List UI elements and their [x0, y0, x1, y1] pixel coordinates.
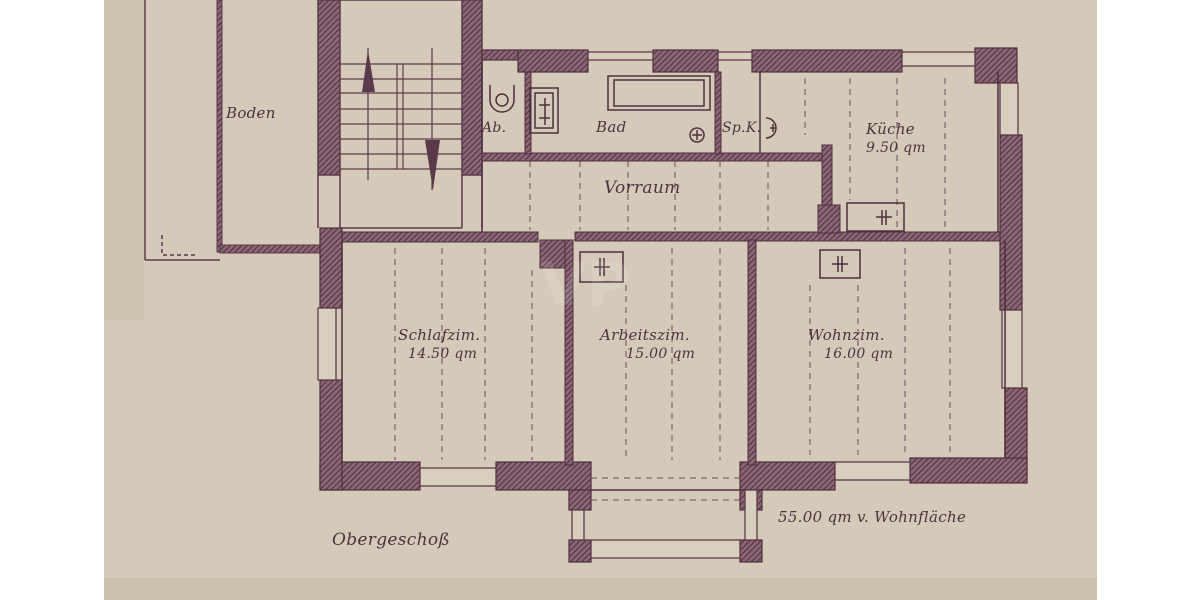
floor-title: Obergeschoß — [332, 530, 451, 550]
oven-icon — [819, 249, 861, 279]
watermark: VP — [540, 250, 631, 320]
room-lines — [341, 60, 1006, 491]
room-area-kueche: 9.50 qm — [866, 140, 926, 156]
stair-down-arrow-icon — [425, 140, 440, 190]
drain-icon — [689, 127, 705, 143]
stairwell — [317, 0, 483, 229]
room-label-kueche: Küche — [866, 120, 915, 138]
toilet-bowl-icon — [495, 93, 509, 107]
room-label-schlafzimmer: Schlafzim. — [398, 326, 481, 344]
heater-icon — [579, 251, 624, 283]
kitchen-stove-icon — [846, 202, 905, 232]
room-label-bad: Bad — [596, 118, 627, 136]
toilet-icon — [489, 85, 515, 113]
room-schlafzimmer: Schlafzim. 14.50 qm — [398, 326, 480, 362]
room-area-arbeitszimmer: 15.00 qm — [626, 346, 696, 362]
fixtures — [489, 75, 905, 283]
stair-up-arrow-icon — [362, 50, 375, 92]
boden-outline — [144, 0, 321, 261]
paper-fold-strip — [104, 0, 144, 320]
room-arbeitszimmer: Arbeitszim. 15.00 qm — [600, 326, 695, 362]
sink-icon — [529, 87, 559, 134]
room-label-speisekammer: Sp.K. — [722, 120, 762, 136]
floor-dash-lines — [394, 78, 951, 501]
room-label-vorraum: Vorraum — [604, 178, 681, 198]
bathtub-icon — [607, 75, 711, 111]
room-area-wohnzimmer: 16.00 qm — [824, 346, 894, 362]
room-label-arbeitszimmer: Arbeitszim. — [600, 326, 690, 344]
room-kueche: Küche 9.50 qm — [866, 120, 926, 156]
paper-background — [104, 0, 1097, 600]
room-label-wc: Ab. — [482, 120, 507, 136]
paper-bottom-edge — [104, 578, 1097, 600]
outer-walls — [319, 47, 1028, 563]
room-label-boden: Boden — [226, 104, 276, 122]
interior-walls — [341, 71, 1001, 466]
total-area-note: 55.00 qm v. Wohnfläche — [778, 508, 967, 526]
room-area-schlafzimmer: 14.50 qm — [408, 346, 478, 362]
room-label-wohnzimmer: Wohnzim. — [808, 326, 885, 344]
windows — [317, 51, 1023, 559]
room-wohnzimmer: Wohnzim. 16.00 qm — [808, 326, 893, 362]
